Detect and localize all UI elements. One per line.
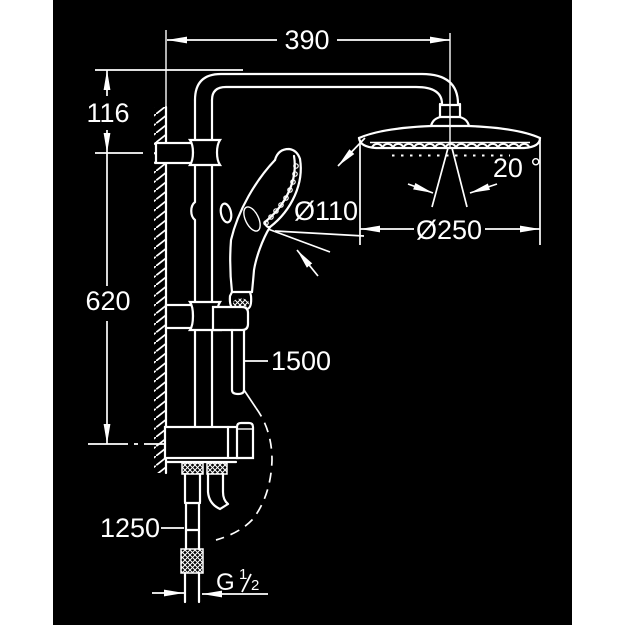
arm-connector — [438, 102, 462, 119]
body-right-block — [235, 421, 255, 460]
thread-numerator: 1 — [239, 566, 247, 583]
inlet-hose-nut — [180, 548, 204, 574]
outlet-tube-right — [206, 472, 230, 511]
hose-nut-knurl — [233, 298, 249, 308]
holder-wall-block — [164, 303, 195, 330]
hand-shower-front-edge — [250, 225, 272, 294]
dim-angle-label: 20 ° — [493, 153, 541, 183]
spray-face-nozzles — [371, 142, 531, 149]
dim-1500: 1500 — [245, 346, 331, 376]
hand-shower — [219, 147, 302, 311]
head-shower — [357, 124, 542, 208]
hand-shower-hose — [215, 328, 273, 541]
drawing-canvas — [53, 0, 572, 625]
dim-spray-angle: 20 ° — [407, 153, 541, 194]
hose-curve-start — [243, 389, 257, 409]
hand-shower-cap — [273, 147, 302, 162]
dim-620-label: 620 — [85, 286, 130, 316]
inlet-hose-upper — [184, 501, 201, 551]
hand-shower-holder — [164, 300, 250, 332]
head-top-edge — [357, 124, 542, 140]
arm-outer-line — [193, 72, 460, 106]
dim-1500-label: 1500 — [271, 346, 331, 376]
hose-loop-dashed — [215, 407, 273, 541]
dim-dia-110: Ø110 — [267, 137, 366, 277]
dia110-extension-flat — [274, 230, 365, 237]
dia110-arrow-lower — [296, 249, 319, 277]
inlet-hose-lower — [183, 571, 201, 604]
hand-shower-back-edge — [229, 158, 277, 294]
dim-1250-label: 1250 — [100, 513, 160, 543]
inlet-hose — [180, 501, 204, 604]
dim-thread-g12: G 1 2 — [152, 566, 268, 598]
wall-hatch-band — [154, 107, 166, 473]
dia110-arrow-upper — [337, 137, 366, 167]
dim-1250: 1250 — [100, 513, 184, 543]
hose-tube — [230, 328, 246, 396]
rail-bracket-top — [154, 138, 223, 167]
hand-shower-holder-hook — [243, 206, 261, 232]
dim-dia250-label: Ø250 — [416, 215, 482, 245]
dim-dia-250: Ø250 — [359, 140, 541, 245]
dia110-extension-steep — [267, 228, 331, 253]
spray-angle-lines — [431, 147, 468, 208]
dim-620: 620 — [85, 153, 165, 445]
shower-arm — [193, 72, 471, 128]
dim-116-label: 116 — [86, 98, 129, 128]
thread-letter: G — [216, 569, 235, 596]
arm-inner-line — [210, 85, 444, 106]
dim-dia110-label: Ø110 — [294, 196, 358, 226]
bracket-top-clamp — [187, 138, 223, 167]
thread-fraction-slash — [241, 573, 252, 593]
dim-116: 116 — [86, 69, 243, 154]
diverter-body — [163, 421, 255, 511]
holder-arm — [211, 305, 250, 332]
thread-denominator: 2 — [251, 577, 259, 594]
bracket-top-wall-block — [154, 141, 195, 165]
outlet-tube-left — [183, 472, 202, 505]
angle-arrow-right — [469, 183, 498, 194]
hand-shower-face-dots — [263, 163, 299, 226]
dim-390: 390 — [165, 25, 451, 147]
wall-hatching — [154, 105, 168, 475]
angle-arrow-left — [407, 183, 434, 194]
hand-shower-face-outer — [268, 157, 302, 229]
outlet-nipple-right — [206, 462, 228, 475]
rail-left-line — [190, 98, 197, 429]
outlet-nipple-left — [181, 462, 204, 475]
rail-glide-knob — [219, 202, 233, 224]
dim-390-label: 390 — [284, 25, 329, 55]
